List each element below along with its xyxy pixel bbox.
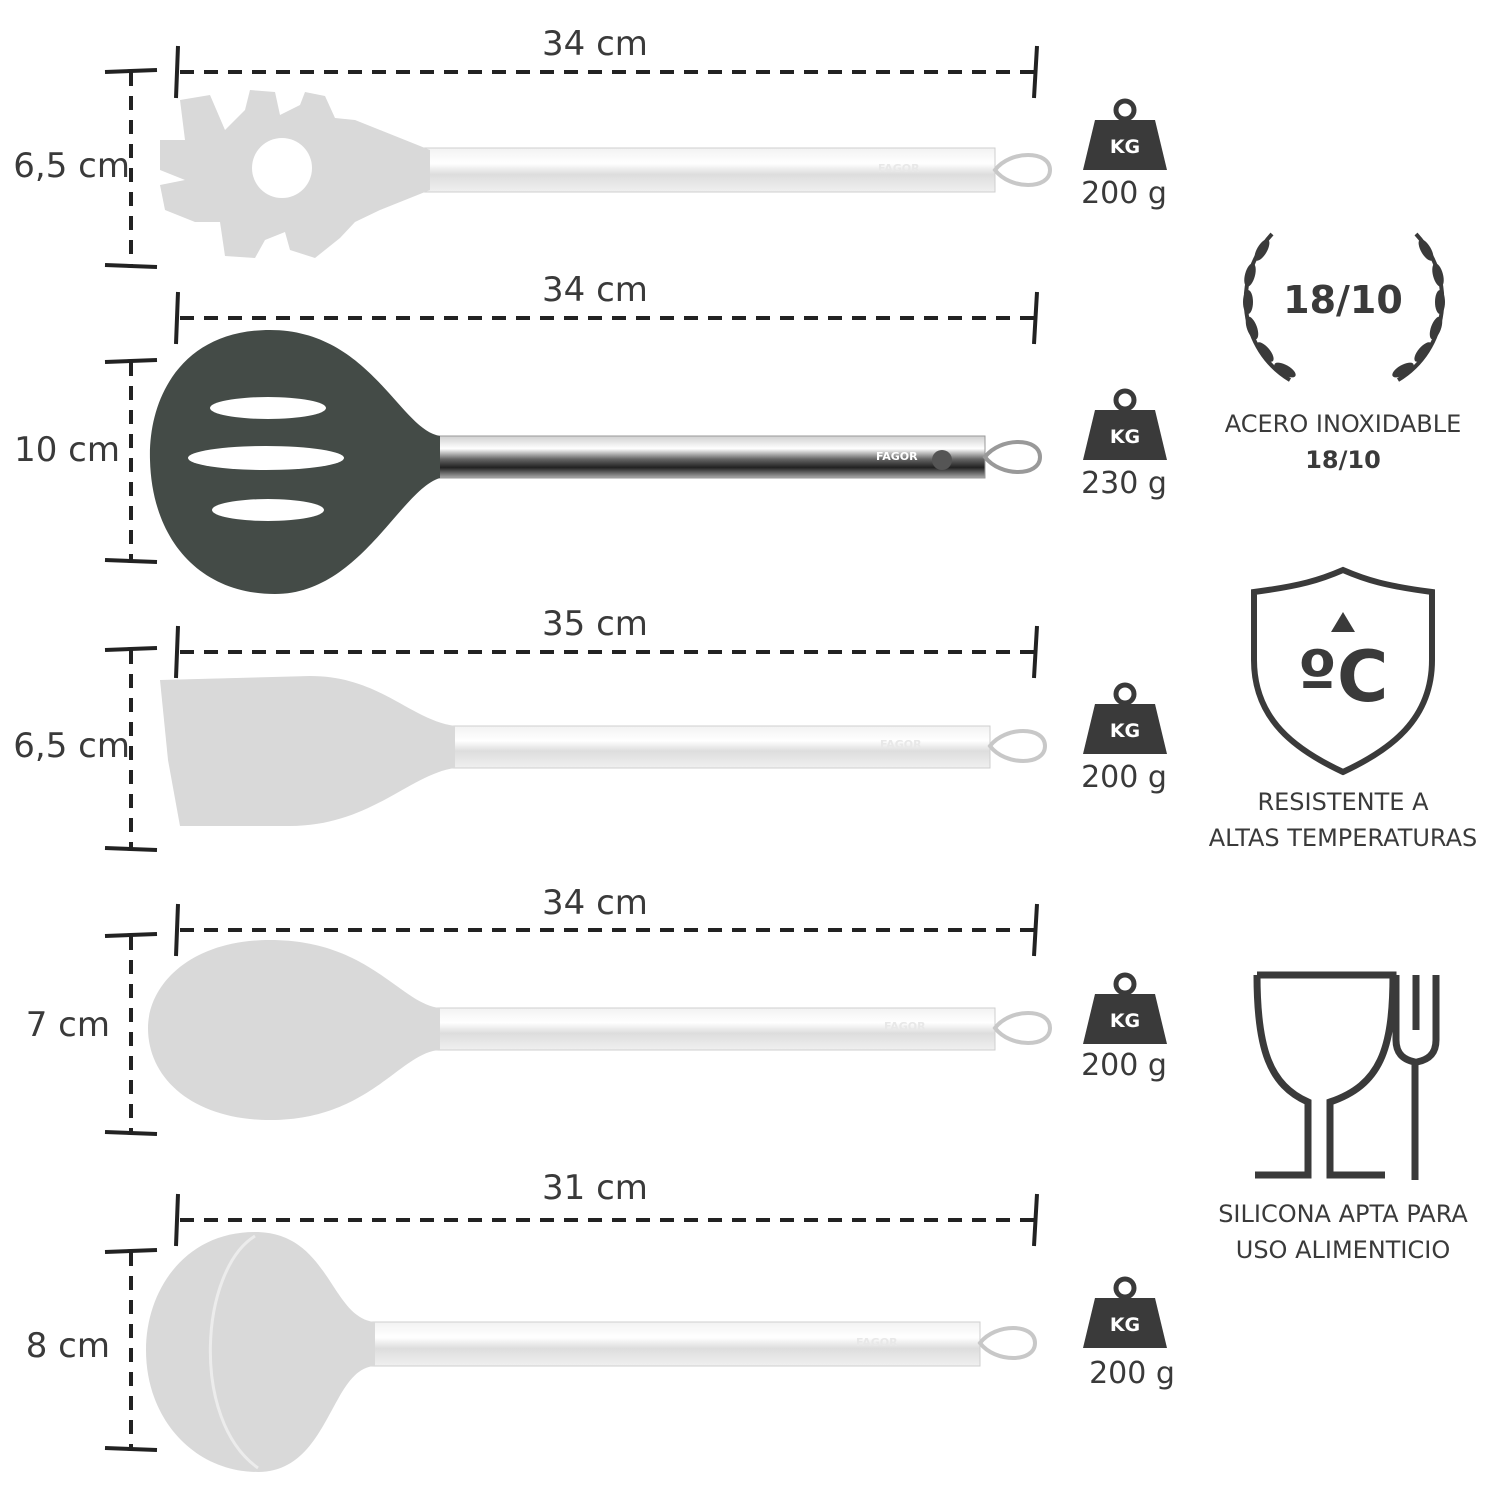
width-label: 6,5 cm [13, 146, 130, 186]
laurel-icon [1243, 232, 1445, 382]
weight-icon-text: KG [1109, 1010, 1141, 1032]
food-feature-line2: USO ALIMENTICIO [1235, 1236, 1451, 1264]
spatula-drawing [104, 625, 1048, 852]
pasta-server-drawing [104, 45, 1053, 269]
heat-feature-line2: ALTAS TEMPERATURAS [1208, 824, 1478, 852]
celsius-symbol: ºC [1297, 636, 1389, 718]
shield-icon [1251, 566, 1435, 776]
length-label: 34 cm [542, 24, 648, 64]
weight-label: 200 g [1081, 760, 1167, 795]
weight-label: 200 g [1089, 1356, 1175, 1391]
weight-icon-text: KG [1109, 426, 1141, 448]
weight-label: 200 g [1081, 1048, 1167, 1083]
ladle-drawing [104, 1193, 1039, 1472]
glass-fork-icon [1253, 971, 1440, 1180]
length-label: 35 cm [542, 604, 648, 644]
steel-feature-line1: ACERO INOXIDABLE [1224, 410, 1462, 438]
slotted-spoon-drawing [104, 291, 1043, 594]
brand-engraving: FAGOR [884, 1020, 926, 1033]
weight-label: 200 g [1081, 176, 1167, 211]
brand-engraving: FAGOR [880, 738, 922, 751]
width-label: 7 cm [25, 1005, 110, 1045]
brand-engraving: FAGOR [876, 450, 918, 463]
weight-label: 230 g [1081, 466, 1167, 501]
width-label: 8 cm [25, 1326, 110, 1366]
length-label: 34 cm [542, 883, 648, 923]
weight-icon-text: KG [1109, 720, 1141, 742]
spoon-drawing [104, 903, 1053, 1136]
length-label: 34 cm [542, 270, 648, 310]
steel-badge-text: 18/10 [1283, 278, 1403, 322]
food-feature-line1: SILICONA APTA PARA [1218, 1200, 1468, 1228]
brand-engraving: FAGOR [856, 1336, 898, 1349]
length-label: 31 cm [542, 1168, 648, 1208]
weight-icon-text: KG [1109, 1314, 1141, 1336]
weight-icon-text: KG [1109, 136, 1141, 158]
heat-feature-line1: RESISTENTE A [1257, 788, 1429, 816]
width-label: 6,5 cm [13, 726, 130, 766]
brand-engraving: FAGOR [878, 162, 920, 175]
steel-feature-line2: 18/10 [1305, 446, 1381, 474]
width-label: 10 cm [14, 430, 120, 470]
